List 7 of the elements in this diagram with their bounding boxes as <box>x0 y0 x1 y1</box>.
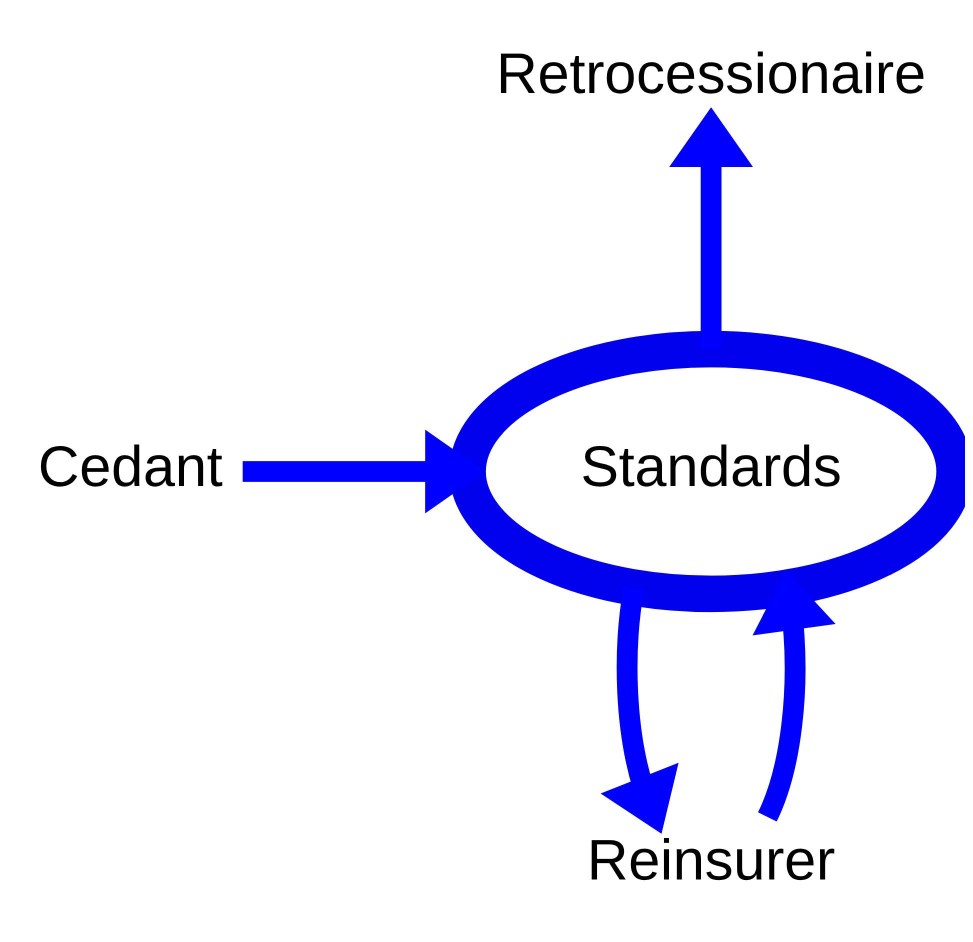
node-text: Reinsurer <box>586 828 836 892</box>
node-text: Retrocessionaire <box>496 41 926 106</box>
arrow <box>752 570 836 821</box>
arrow <box>600 586 679 834</box>
arrow <box>669 106 753 348</box>
arrow <box>242 429 485 513</box>
node-text: Cedant <box>38 434 223 499</box>
